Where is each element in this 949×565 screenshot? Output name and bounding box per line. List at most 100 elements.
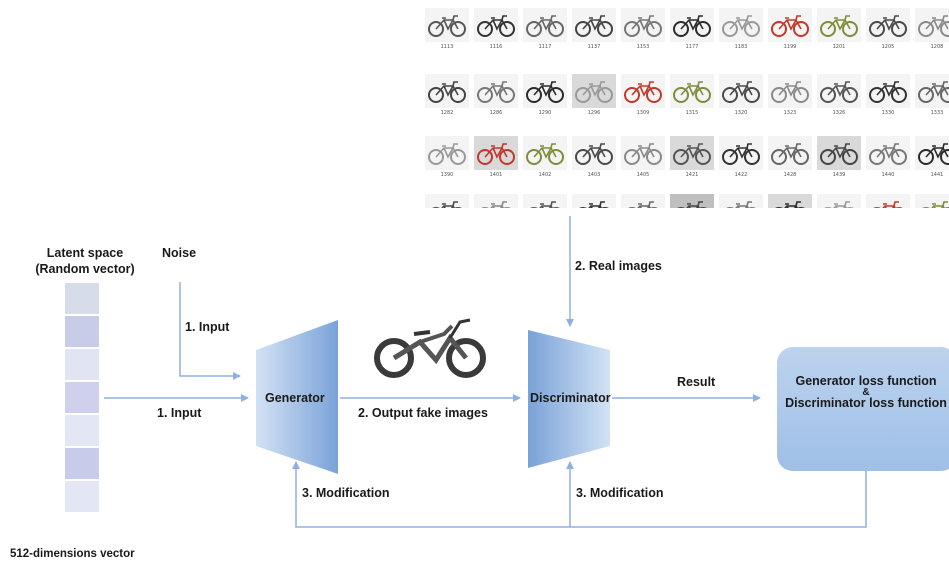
generator-block bbox=[256, 320, 338, 474]
bike-id-caption: 1439 bbox=[832, 172, 846, 178]
bike-thumbnail bbox=[572, 194, 616, 208]
bike-photo bbox=[915, 74, 949, 108]
bike-thumbnail: 1282 bbox=[425, 74, 469, 122]
bike-photo bbox=[719, 74, 763, 108]
bike-photo bbox=[621, 194, 665, 208]
bike-id-caption: 1401 bbox=[489, 172, 503, 178]
latent-vector-cell bbox=[64, 480, 100, 513]
feedback-line bbox=[292, 461, 867, 528]
bike-thumbnail bbox=[425, 194, 469, 208]
bike-thumbnail: 1205 bbox=[866, 8, 910, 56]
bike-thumbnail: 1326 bbox=[817, 74, 861, 122]
bike-thumbnail: 1290 bbox=[523, 74, 567, 122]
discriminator-block bbox=[528, 330, 610, 468]
bike-photo bbox=[474, 194, 518, 208]
real-images-label: 2. Real images bbox=[575, 259, 662, 273]
random-vector-subtitle: (Random vector) bbox=[35, 262, 135, 276]
bike-thumbnail: 1333 bbox=[915, 74, 949, 122]
bike-thumbnail: 1402 bbox=[523, 136, 567, 184]
bike-photo bbox=[866, 136, 910, 170]
latent-vector-cell bbox=[64, 414, 100, 447]
bike-thumbnail: 1177 bbox=[670, 8, 714, 56]
bike-id-caption: 1153 bbox=[636, 44, 650, 50]
bike-id-caption: 1390 bbox=[440, 172, 454, 178]
bike-id-caption: 1183 bbox=[734, 44, 748, 50]
bike-thumbnail bbox=[866, 194, 910, 208]
bike-id-caption: 1208 bbox=[930, 44, 944, 50]
bike-thumbnail: 1286 bbox=[474, 74, 518, 122]
latent-vector-cell bbox=[64, 348, 100, 381]
bike-id-caption: 1116 bbox=[489, 44, 503, 50]
bike-photo bbox=[572, 194, 616, 208]
bike-photo bbox=[425, 194, 469, 208]
bike-thumbnail: 1428 bbox=[768, 136, 812, 184]
bike-id-caption: 1137 bbox=[587, 44, 601, 50]
bike-photo bbox=[719, 8, 763, 42]
latent-input-label: 1. Input bbox=[157, 406, 202, 420]
bike-photo bbox=[768, 136, 812, 170]
bike-photo bbox=[866, 8, 910, 42]
bike-photo bbox=[768, 74, 812, 108]
bike-thumbnail: 1323 bbox=[768, 74, 812, 122]
bike-thumbnail: 1422 bbox=[719, 136, 763, 184]
bike-photo bbox=[915, 136, 949, 170]
latent-vector bbox=[64, 282, 100, 513]
bike-thumbnail bbox=[474, 194, 518, 208]
bike-photo bbox=[572, 8, 616, 42]
bike-photo bbox=[768, 8, 812, 42]
noise-input-label: 1. Input bbox=[185, 320, 230, 334]
bike-id-caption: 1296 bbox=[587, 110, 601, 116]
bike-thumbnail: 1201 bbox=[817, 8, 861, 56]
modification-right-label: 3. Modification bbox=[576, 486, 664, 500]
bike-thumbnail: 1208 bbox=[915, 8, 949, 56]
bike-id-caption: 1309 bbox=[636, 110, 650, 116]
bike-photo bbox=[523, 194, 567, 208]
bike-thumbnail: 1421 bbox=[670, 136, 714, 184]
bike-thumbnail: 1113 bbox=[425, 8, 469, 56]
latent-vector-cell bbox=[64, 315, 100, 348]
bike-id-caption: 1290 bbox=[538, 110, 552, 116]
bike-id-caption: 1315 bbox=[685, 110, 699, 116]
bike-thumbnail: 1117 bbox=[523, 8, 567, 56]
bike-photo bbox=[572, 74, 616, 108]
bike-photo bbox=[621, 74, 665, 108]
bike-id-caption: 1117 bbox=[538, 44, 552, 50]
bike-id-caption: 1113 bbox=[440, 44, 454, 50]
generator-loss-text: Generator loss function bbox=[795, 374, 937, 388]
bike-photo bbox=[621, 136, 665, 170]
bike-id-caption: 1330 bbox=[881, 110, 895, 116]
bike-id-caption: 1282 bbox=[440, 110, 454, 116]
noise-label: Noise bbox=[162, 246, 197, 260]
bike-thumbnail: 1405 bbox=[621, 136, 665, 184]
bike-thumbnail: 1153 bbox=[621, 8, 665, 56]
bike-photo bbox=[670, 8, 714, 42]
bike-id-caption: 1402 bbox=[538, 172, 552, 178]
bike-thumbnail: 1309 bbox=[621, 74, 665, 122]
bike-id-caption: 1428 bbox=[783, 172, 797, 178]
bike-id-caption: 1403 bbox=[587, 172, 601, 178]
bike-photo bbox=[425, 74, 469, 108]
real-images-grid: 1113 1116 1117 1137 1153 1177 1183 1199 1201 1205… bbox=[425, 8, 949, 208]
bike-thumbnail: 1441 bbox=[915, 136, 949, 184]
bike-thumbnail: 1137 bbox=[572, 8, 616, 56]
bike-id-caption: 1422 bbox=[734, 172, 748, 178]
bike-id-caption: 1326 bbox=[832, 110, 846, 116]
bike-id-caption: 1320 bbox=[734, 110, 748, 116]
bike-photo bbox=[817, 194, 861, 208]
bike-thumbnail: 1199 bbox=[768, 8, 812, 56]
bike-photo bbox=[425, 8, 469, 42]
result-label: Result bbox=[677, 375, 716, 389]
bike-photo bbox=[523, 8, 567, 42]
modification-left-label: 3. Modification bbox=[302, 486, 390, 500]
bike-photo bbox=[866, 194, 910, 208]
latent-space-label: Latent space (Random vector) bbox=[30, 245, 140, 277]
fake-bike-image bbox=[374, 318, 486, 378]
bike-id-caption: 1201 bbox=[832, 44, 846, 50]
bike-photo bbox=[474, 74, 518, 108]
bike-photo bbox=[670, 74, 714, 108]
bike-thumbnail bbox=[817, 194, 861, 208]
bike-photo bbox=[915, 194, 949, 208]
bike-photo bbox=[523, 136, 567, 170]
bike-photo bbox=[425, 136, 469, 170]
bike-thumbnail: 1183 bbox=[719, 8, 763, 56]
